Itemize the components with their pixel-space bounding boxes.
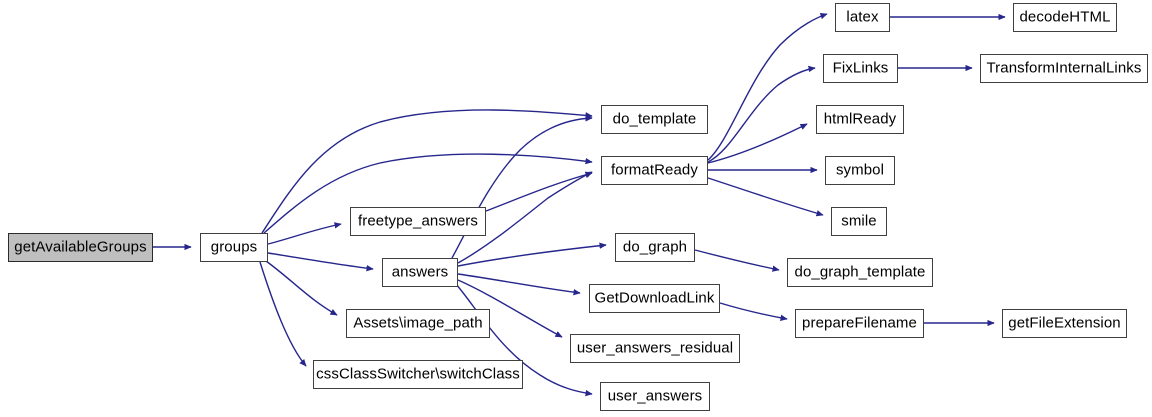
- node-label-formatReady: formatReady: [611, 161, 698, 179]
- node-latex[interactable]: latex: [835, 3, 890, 32]
- node-label-user_answers: user_answers: [607, 387, 703, 405]
- node-label-groups: groups: [210, 238, 258, 256]
- edge-freetype_answers-to-formatReady: [485, 171, 593, 212]
- edge-groups-to-do_template: [261, 109, 593, 234]
- node-do_graph_template[interactable]: do_graph_template: [787, 258, 933, 287]
- node-groups[interactable]: groups: [200, 233, 268, 262]
- node-freetype_answers[interactable]: freetype_answers: [350, 207, 486, 236]
- node-label-do_graph: do_graph: [622, 238, 688, 256]
- edges-group: [153, 13, 1006, 397]
- node-TransformInternalLinks[interactable]: TransformInternalLinks: [980, 54, 1148, 83]
- edge-groups-to-switchClass: [259, 261, 307, 367]
- edge-groups-to-freetype_answers: [267, 222, 342, 245]
- node-label-symbol: symbol: [835, 161, 885, 179]
- node-label-assets_image_path: Assets\image_path: [353, 314, 483, 332]
- edge-groups-to-answers: [267, 252, 374, 272]
- node-label-FixLinks: FixLinks: [832, 59, 889, 77]
- node-label-prepareFilename: prepareFilename: [802, 314, 917, 332]
- node-switchClass[interactable]: cssClassSwitcher\switchClass: [313, 360, 523, 389]
- node-label-getFileExtension: getFileExtension: [1008, 314, 1121, 332]
- edge-groups-to-formatReady: [263, 153, 593, 234]
- node-assets_image_path[interactable]: Assets\image_path: [346, 309, 490, 338]
- edge-groups-to-assets_image_path: [265, 260, 338, 316]
- edge-answers-to-do_graph: [457, 242, 607, 267]
- node-label-decodeHTML: decodeHTML: [1019, 8, 1111, 26]
- node-label-latex: latex: [846, 8, 879, 26]
- node-label-freetype_answers: freetype_answers: [358, 212, 478, 230]
- edge-formatReady-to-smile: [707, 177, 824, 217]
- node-do_graph[interactable]: do_graph: [615, 233, 695, 262]
- node-label-answers: answers: [391, 263, 449, 281]
- node-answers[interactable]: answers: [382, 258, 458, 287]
- node-smile[interactable]: smile: [831, 207, 887, 236]
- node-GetDownloadLink[interactable]: GetDownloadLink: [589, 284, 720, 313]
- node-label-smile: smile: [841, 212, 877, 230]
- node-symbol[interactable]: symbol: [825, 156, 895, 185]
- edge-formatReady-to-htmlReady: [707, 123, 808, 164]
- edge-answers-to-user_answers: [455, 283, 593, 397]
- node-decodeHTML[interactable]: decodeHTML: [1013, 3, 1117, 32]
- edge-GetDownloadLink-to-prepareFilename: [719, 302, 788, 321]
- node-label-do_template: do_template: [612, 110, 697, 128]
- node-htmlReady[interactable]: htmlReady: [816, 105, 904, 134]
- node-label-getAvailableGroups: getAvailableGroups: [14, 238, 147, 256]
- node-getFileExtension[interactable]: getFileExtension: [1002, 309, 1127, 338]
- node-label-do_graph_template: do_graph_template: [794, 263, 926, 281]
- edge-formatReady-to-latex: [707, 13, 828, 161]
- node-do_template[interactable]: do_template: [601, 105, 708, 134]
- node-label-user_answers_residual: user_answers_residual: [576, 339, 734, 357]
- edge-answers-to-formatReady: [457, 171, 593, 264]
- edge-formatReady-to-FixLinks: [707, 65, 816, 163]
- node-user_answers[interactable]: user_answers: [600, 382, 710, 411]
- edge-answers-to-GetDownloadLink: [457, 273, 581, 296]
- node-label-switchClass: cssClassSwitcher\switchClass: [316, 365, 520, 383]
- edge-answers-to-do_template: [451, 115, 593, 259]
- edge-answers-to-user_answers_residual: [457, 279, 563, 338]
- node-FixLinks[interactable]: FixLinks: [823, 54, 898, 83]
- node-prepareFilename[interactable]: prepareFilename: [795, 309, 924, 338]
- node-label-TransformInternalLinks: TransformInternalLinks: [986, 59, 1142, 77]
- edge-do_graph-to-do_graph_template: [694, 249, 780, 272]
- node-user_answers_residual[interactable]: user_answers_residual: [570, 334, 740, 363]
- node-label-htmlReady: htmlReady: [823, 110, 897, 128]
- node-formatReady[interactable]: formatReady: [601, 156, 708, 185]
- node-label-GetDownloadLink: GetDownloadLink: [594, 289, 715, 307]
- node-getAvailableGroups[interactable]: getAvailableGroups: [8, 233, 153, 262]
